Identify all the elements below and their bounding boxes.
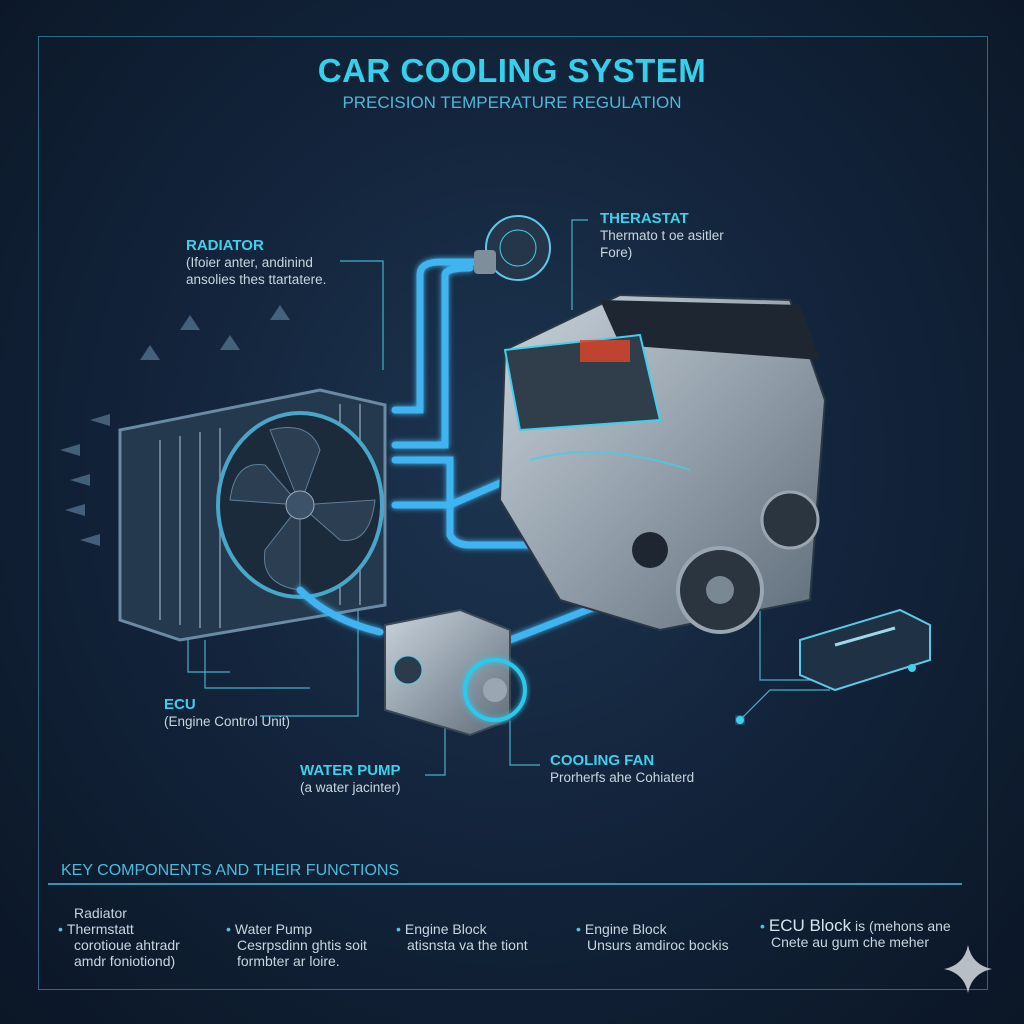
thermostat-illustration xyxy=(474,215,551,281)
key-column-line: Unsurs amdiroc bockis xyxy=(587,937,729,953)
cooling-fan-label-title: COOLING FAN xyxy=(550,752,655,769)
key-components-heading: KEY COMPONENTS AND THEIR FUNCTIONS xyxy=(61,862,400,879)
key-column-engine-block-2: •Engine Block Unsurs amdiroc bockis xyxy=(576,921,729,953)
key-column-title: Water Pump xyxy=(234,921,313,937)
key-column-title: Engine Block xyxy=(404,921,487,937)
key-column-title-suffix: is (mehons ane xyxy=(854,918,951,934)
key-column-title: Engine Block xyxy=(584,921,667,937)
thermostat-label-line2: Fore) xyxy=(600,245,633,260)
thermostat-label-line1: Thermato t oe asitler xyxy=(600,228,724,243)
page-subtitle: PRECISION TEMPERATURE REGULATION xyxy=(342,93,682,112)
leader-lines xyxy=(187,219,840,776)
water-pump-label-line1: (a water jacinter) xyxy=(300,780,401,795)
key-column-ecu-block: •ECU Block is (mehons ane Cnete au gum c… xyxy=(760,916,951,950)
key-column-line: corotioue ahtradr xyxy=(74,937,180,953)
water-pump-label: WATER PUMP (a water jacinter) xyxy=(300,762,401,796)
ecu-module-illustration xyxy=(736,608,931,724)
key-column-radiator: Radiator •Thermstatt corotioue ahtradr a… xyxy=(58,905,180,969)
key-column-line: formbter ar loire. xyxy=(237,953,340,969)
radiator-label-title: RADIATOR xyxy=(186,237,264,254)
cooling-fan-label-line1: Prorherfs ahe Cohiaterd xyxy=(550,770,695,785)
airflow-arrows xyxy=(60,305,290,546)
cooling-fan-label: COOLING FAN Prorherfs ahe Cohiaterd xyxy=(550,752,694,786)
ecu-label: ECU (Engine Control Unit) xyxy=(164,696,290,730)
water-pump-label-title: WATER PUMP xyxy=(300,762,401,779)
thermostat-label-title: THERASTAT xyxy=(600,210,689,227)
cooling-fan-illustration xyxy=(216,411,384,599)
engine-block-illustration xyxy=(498,293,827,634)
page-title: CAR COOLING SYSTEM xyxy=(317,52,707,89)
radiator-label: RADIATOR (Ifoier anter, andinind ansolie… xyxy=(186,237,326,288)
sparkle-icon xyxy=(944,945,992,993)
water-pump-illustration xyxy=(384,608,527,737)
key-column-line: atisnsta va the tiont xyxy=(407,937,528,953)
key-column-line: Cesrpsdinn ghtis soit xyxy=(237,937,367,953)
key-column-line: amdr foniotiond) xyxy=(74,953,176,969)
key-divider xyxy=(48,883,962,885)
key-column-pre: Radiator xyxy=(74,905,127,921)
ecu-label-line1: (Engine Control Unit) xyxy=(164,714,291,729)
ecu-label-title: ECU xyxy=(164,696,196,713)
key-column-line: Cnete au gum che meher xyxy=(771,934,929,950)
key-column-title: ECU Block xyxy=(768,916,852,935)
thermostat-label: THERASTAT Thermato t oe asitler Fore) xyxy=(600,210,724,261)
key-column-engine-block-1: •Engine Block atisnsta va the tiont xyxy=(396,921,528,953)
key-column-title: Thermstatt xyxy=(66,921,134,937)
radiator-label-line1: (Ifoier anter, andinind xyxy=(186,255,313,270)
radiator-label-line2: ansolies thes ttartatere. xyxy=(186,272,327,287)
key-column-water-pump: •Water Pump Cesrpsdinn ghtis soit formbt… xyxy=(226,921,367,969)
diagram-frame xyxy=(38,36,988,990)
